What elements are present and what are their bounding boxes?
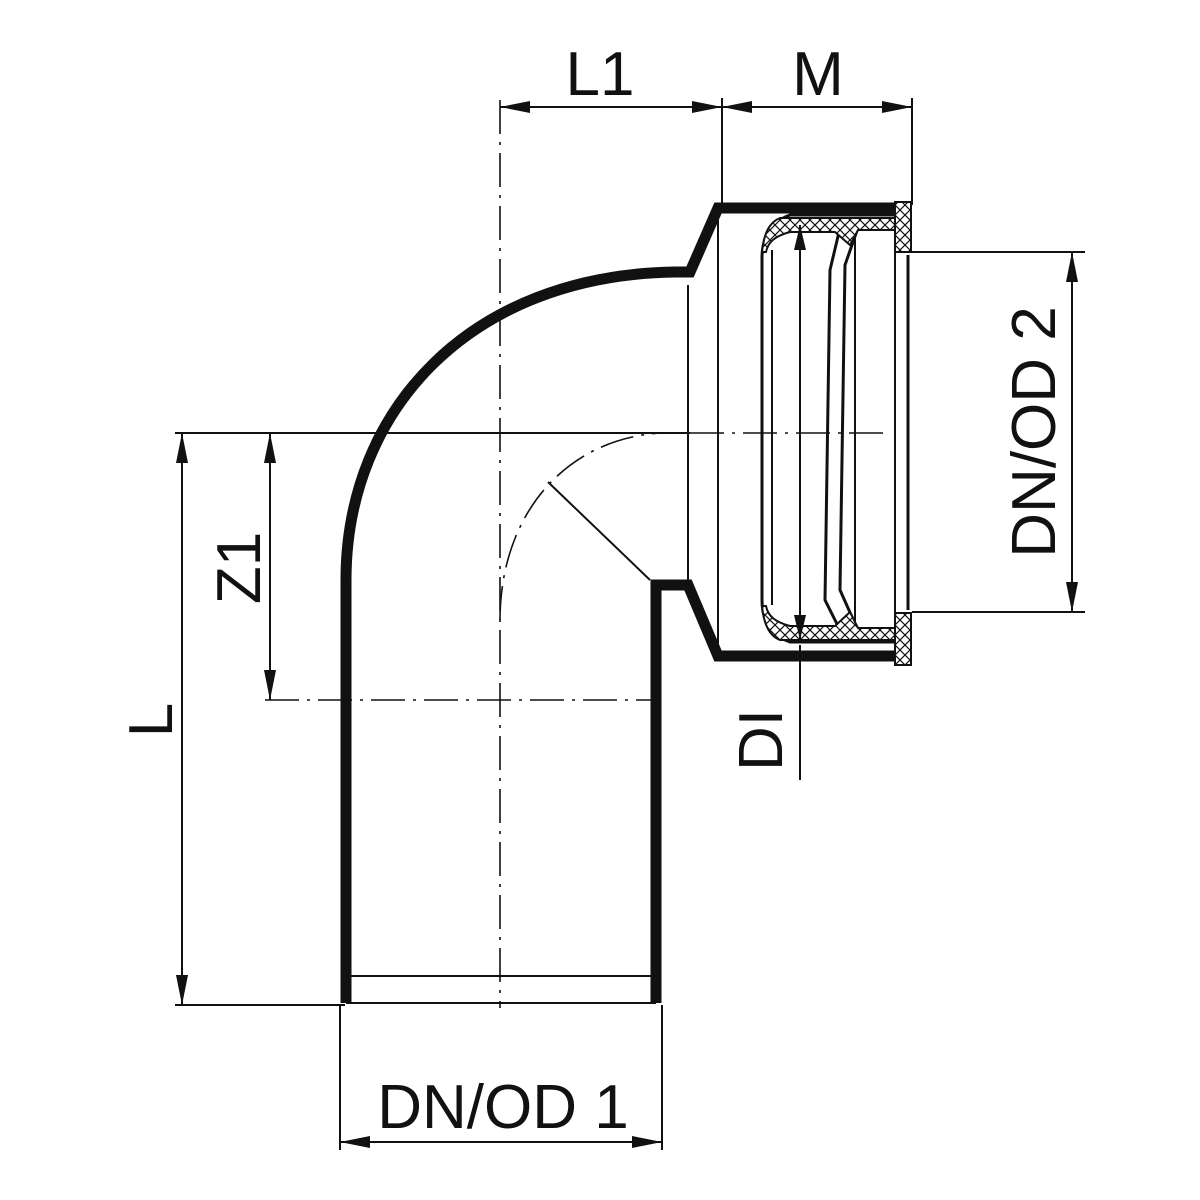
inner-wall <box>650 579 898 1003</box>
axis-lines <box>265 100 885 1008</box>
label-l1: L1 <box>566 40 635 109</box>
outer-wall <box>340 202 898 1003</box>
dimension-lines <box>176 101 1078 1148</box>
bend-axis <box>499 432 661 621</box>
seal-hatch-bottom <box>760 605 896 641</box>
radius-line <box>547 481 651 581</box>
label-di: DI <box>727 709 796 771</box>
pipe-outline <box>340 202 898 1004</box>
label-dn-od-1: DN/OD 1 <box>377 1073 628 1142</box>
end-ring-top <box>894 201 912 253</box>
socket-body <box>687 201 912 666</box>
dimension-labels: L1 M DN/OD 2 Z1 L DI DN/OD 1 <box>117 40 1069 1142</box>
label-m: M <box>792 40 844 109</box>
seal-hatch-top <box>760 217 896 253</box>
label-l: L <box>117 703 186 737</box>
end-ring-bottom <box>894 612 912 666</box>
extension-lines <box>175 98 1085 1150</box>
label-z1: Z1 <box>205 532 274 604</box>
label-dn-od-2: DN/OD 2 <box>1000 306 1069 557</box>
